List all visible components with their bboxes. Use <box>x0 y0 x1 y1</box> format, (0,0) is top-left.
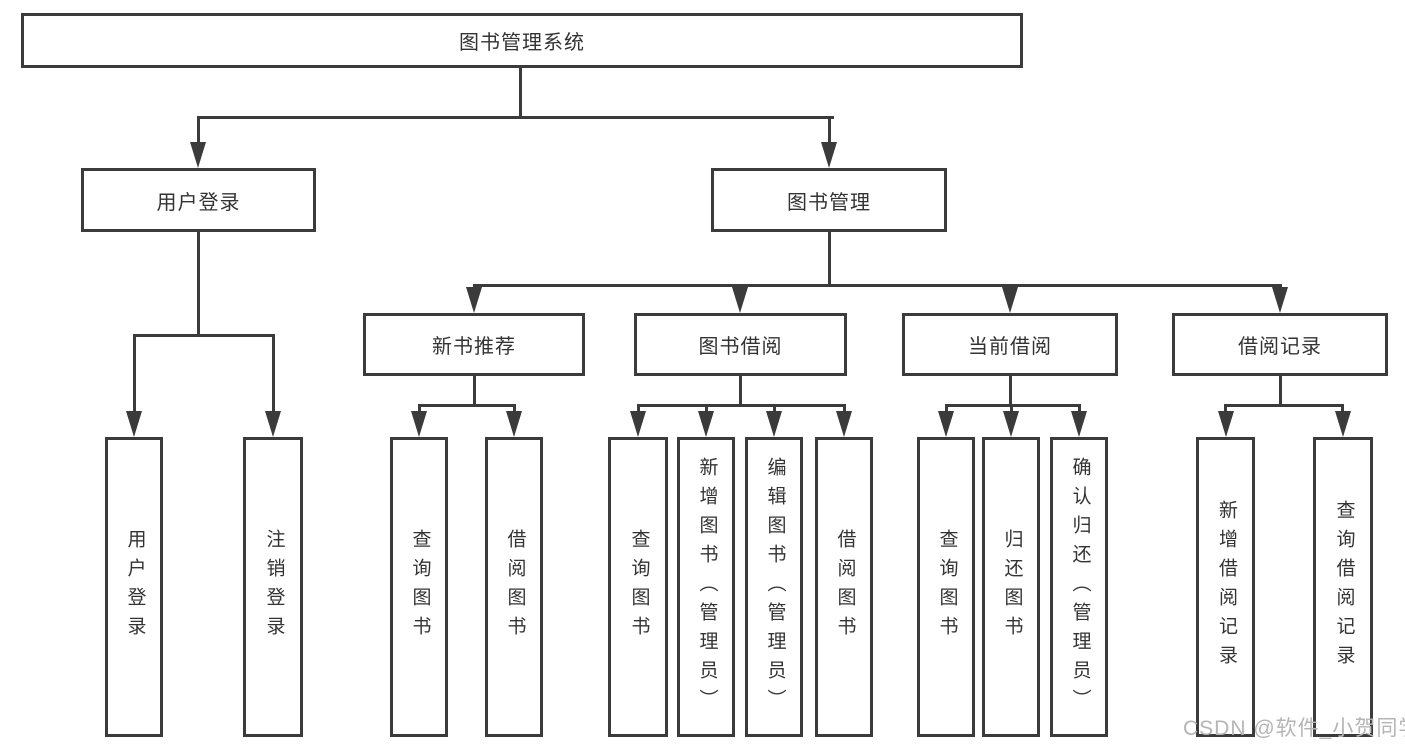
leaf-query-borrow-record: 查询借阅记录 <box>1313 437 1373 737</box>
connector-vline <box>513 404 516 413</box>
leaf-query-books: 查询图书 <box>917 437 975 737</box>
leaf-label: 借阅图书 <box>834 529 856 645</box>
node-label: 用户登录 <box>156 191 241 214</box>
node-current-borrowing: 当前借阅 <box>902 313 1118 376</box>
connector-arrowhead <box>1272 287 1288 313</box>
node-user-login: 用户登录 <box>81 168 316 232</box>
connector-arrowhead <box>1003 411 1019 437</box>
leaf-label: 用户登录 <box>124 529 146 645</box>
node-label: 图书管理 <box>787 191 871 214</box>
connector-vline <box>828 116 831 144</box>
connector-arrowhead <box>821 142 837 168</box>
connector-vline <box>705 404 708 413</box>
node-book-management-system: 图书管理系统 <box>21 13 1023 68</box>
leaf-edit-book-admin: 编辑图书（管理员） <box>745 437 803 737</box>
connector-arrowhead <box>1071 411 1087 437</box>
connector-hline <box>133 334 275 337</box>
leaf-label: 注销登录 <box>263 529 285 645</box>
connector-vline <box>1078 404 1081 413</box>
connector-hline <box>418 404 516 407</box>
connector-arrowhead <box>698 411 714 437</box>
connector-arrowhead <box>126 411 142 437</box>
leaf-label: 归还图书 <box>1001 529 1023 645</box>
leaf-query-books: 查询图书 <box>390 437 448 737</box>
connector-arrowhead <box>630 411 646 437</box>
leaf-query-books: 查询图书 <box>608 437 668 737</box>
node-book-management: 图书管理 <box>711 168 947 232</box>
connector-vline <box>828 232 831 286</box>
connector-arrowhead <box>938 411 954 437</box>
connector-arrowhead <box>766 411 782 437</box>
connector-vline <box>637 404 640 413</box>
connector-hline <box>473 284 1282 287</box>
connector-arrowhead <box>466 287 482 313</box>
node-new-book-recommendation: 新书推荐 <box>363 313 585 376</box>
node-label: 图书管理系统 <box>459 32 585 54</box>
node-borrowing-records: 借阅记录 <box>1172 313 1388 376</box>
connector-arrowhead <box>1218 411 1234 437</box>
csdn-watermark: CSDN @软件_小贺同学 <box>1183 717 1405 740</box>
leaf-label: 确认归还（管理员） <box>1069 456 1091 718</box>
leaf-logout: 注销登录 <box>243 437 303 737</box>
connector-vline <box>739 376 742 407</box>
node-label: 借阅记录 <box>1238 336 1322 358</box>
leaf-label: 查询借阅记录 <box>1333 500 1355 674</box>
leaf-label: 新增借阅记录 <box>1215 500 1237 674</box>
connector-vline <box>1341 404 1344 413</box>
connector-hline <box>945 404 1081 407</box>
connector-vline <box>519 68 522 118</box>
connector-vline <box>945 404 948 413</box>
leaf-add-book-admin: 新增图书（管理员） <box>677 437 735 737</box>
node-label: 当前借阅 <box>968 336 1052 358</box>
leaf-confirm-return-admin: 确认归还（管理员） <box>1050 437 1108 737</box>
connector-vline <box>1279 376 1282 407</box>
connector-vline <box>1009 376 1012 407</box>
connector-arrowhead <box>836 411 852 437</box>
leaf-label: 查询图书 <box>628 529 650 645</box>
node-book-borrowing: 图书借阅 <box>634 313 847 376</box>
connector-arrowhead <box>190 142 206 168</box>
leaf-label: 编辑图书（管理员） <box>764 456 786 718</box>
connector-vline <box>197 116 200 144</box>
connector-hline <box>637 404 846 407</box>
leaf-add-borrow-record: 新增借阅记录 <box>1196 437 1255 737</box>
connector-vline <box>843 404 846 413</box>
connector-vline <box>418 404 421 413</box>
connector-arrowhead <box>732 287 748 313</box>
connector-vline <box>133 334 136 413</box>
connector-arrowhead <box>1335 411 1351 437</box>
connector-vline <box>773 404 776 413</box>
leaf-label: 查询图书 <box>409 529 431 645</box>
node-label: 新书推荐 <box>432 336 516 358</box>
node-label: 图书借阅 <box>698 336 783 358</box>
connector-hline <box>1224 404 1344 407</box>
connector-vline <box>1224 404 1227 413</box>
leaf-borrow-books: 借阅图书 <box>815 437 873 737</box>
connector-vline <box>272 334 275 413</box>
connector-arrowhead <box>265 411 281 437</box>
leaf-label: 新增图书（管理员） <box>696 456 718 718</box>
leaf-label: 查询图书 <box>936 529 958 645</box>
connector-hline <box>197 116 834 119</box>
connector-vline <box>1010 404 1013 413</box>
connector-arrowhead <box>411 411 427 437</box>
leaf-user-login: 用户登录 <box>105 437 163 737</box>
connector-arrowhead <box>1002 287 1018 313</box>
leaf-borrow-books: 借阅图书 <box>485 437 543 737</box>
leaf-return-books: 归还图书 <box>982 437 1040 737</box>
leaf-label: 借阅图书 <box>504 529 526 645</box>
connector-vline <box>197 232 200 336</box>
connector-arrowhead <box>506 411 522 437</box>
connector-vline <box>473 376 476 407</box>
